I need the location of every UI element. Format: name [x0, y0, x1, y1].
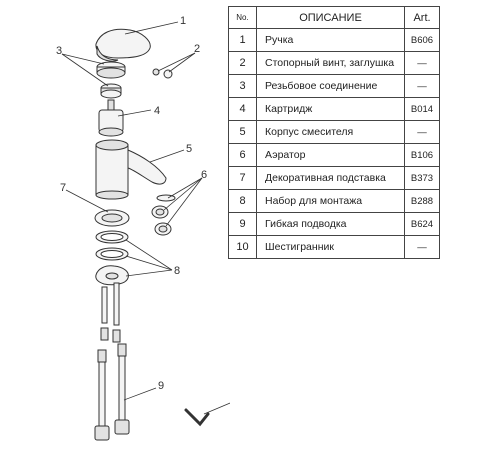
table-row: 2 Стопорный винт, заглушка — [228, 51, 440, 75]
leader-lines [61, 21, 230, 415]
cell-art: — [404, 120, 440, 144]
cell-art: — [404, 74, 440, 98]
table-row: 4 Картридж B014 [228, 97, 440, 121]
callout-7: 7 [60, 182, 66, 194]
cell-art: B624 [404, 212, 440, 236]
cell-no: 7 [228, 166, 257, 190]
callout-9: 9 [158, 380, 164, 392]
cell-art: B288 [404, 189, 440, 213]
table-row: 10 Шестигранник — [228, 235, 440, 259]
cell-description: Резьбовое соединение [256, 74, 405, 98]
table-row: 1 Ручка B606 [228, 28, 440, 52]
table-row: 8 Набор для монтажа B288 [228, 189, 440, 213]
part-mounting-kit [95, 230, 129, 343]
part-handle [95, 28, 151, 62]
callout-5: 5 [186, 143, 192, 155]
cell-description: Ручка [256, 28, 405, 52]
cell-art: — [404, 51, 440, 75]
part-decorative-base [94, 209, 130, 227]
cell-no: 3 [228, 74, 257, 98]
part-mixer-body [95, 139, 167, 200]
table-header-row: No. ОПИСАНИЕ Art. [228, 6, 440, 29]
header-art: Art. [404, 6, 440, 29]
callout-4: 4 [154, 105, 160, 117]
part-hex-key [184, 408, 210, 427]
callout-1: 1 [180, 15, 186, 27]
cell-art: B606 [404, 28, 440, 52]
callout-3: 3 [56, 45, 62, 57]
cell-no: 9 [228, 212, 257, 236]
callout-2: 2 [194, 43, 200, 55]
cell-no: 5 [228, 120, 257, 144]
cell-no: 8 [228, 189, 257, 213]
cell-no: 6 [228, 143, 257, 167]
part-flexible-hoses [94, 343, 130, 441]
cell-art: B106 [404, 143, 440, 167]
cell-no: 10 [228, 235, 257, 259]
part-aerator [151, 194, 176, 236]
cell-description: Стопорный винт, заглушка [256, 51, 405, 75]
cell-no: 4 [228, 97, 257, 121]
parts-table: No. ОПИСАНИЕ Art. 1 Ручка B606 2 Стопорн… [228, 6, 440, 259]
cell-no: 2 [228, 51, 257, 75]
cell-description: Набор для монтажа [256, 189, 405, 213]
cell-art: B373 [404, 166, 440, 190]
header-no: No. [228, 6, 257, 29]
cell-art: — [404, 235, 440, 259]
exploded-view-drawing: 1 2 3 4 5 6 7 8 9 10 [56, 15, 230, 441]
part-cartridge [98, 99, 124, 137]
part-threaded-connection [96, 61, 126, 99]
header-description: ОПИСАНИЕ [256, 6, 405, 29]
table-row: 9 Гибкая подводка B624 [228, 212, 440, 236]
cell-description: Гибкая подводка [256, 212, 405, 236]
cell-no: 1 [228, 28, 257, 52]
cell-description: Аэратор [256, 143, 405, 167]
table-row: 5 Корпус смесителя — [228, 120, 440, 144]
callout-8: 8 [174, 265, 180, 277]
callout-6: 6 [201, 169, 207, 181]
cell-description: Декоративная подставка [256, 166, 405, 190]
cell-description: Картридж [256, 97, 405, 121]
table-row: 7 Декоративная подставка B373 [228, 166, 440, 190]
table-row: 3 Резьбовое соединение — [228, 74, 440, 98]
part-set-screw [152, 68, 173, 79]
cell-description: Шестигранник [256, 235, 405, 259]
table-row: 6 Аэратор B106 [228, 143, 440, 167]
cell-description: Корпус смесителя [256, 120, 405, 144]
cell-art: B014 [404, 97, 440, 121]
